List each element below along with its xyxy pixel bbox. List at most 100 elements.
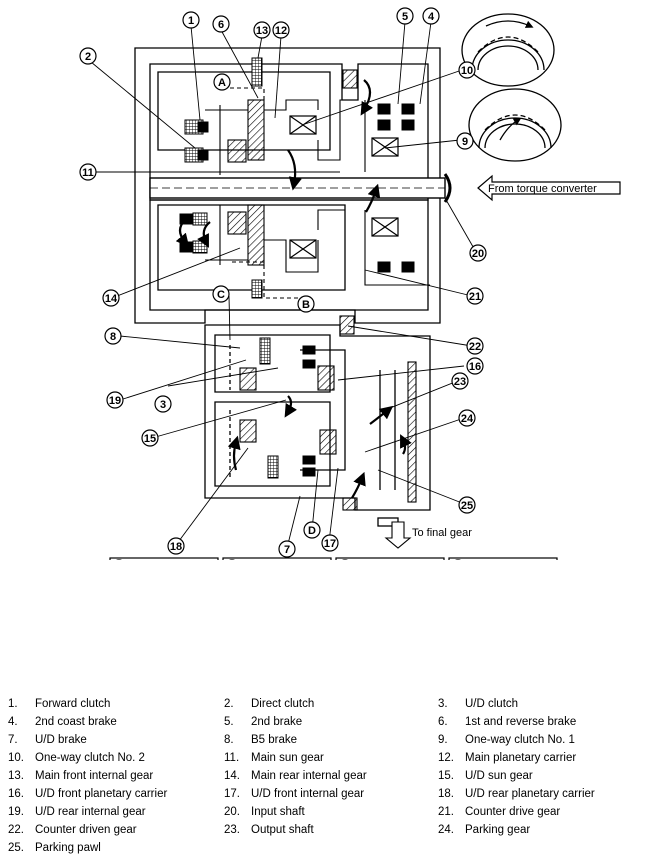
legend-label: 2nd coast brake <box>35 716 117 728</box>
legend-row: 25. Parking pawl <box>8 842 648 860</box>
legend-number: 25. <box>8 842 24 854</box>
legend-number: 8. <box>224 734 234 746</box>
legend-number: 15. <box>438 770 454 782</box>
legend-label: One-way clutch No. 1 <box>465 734 575 746</box>
svg-text:1: 1 <box>188 15 194 27</box>
underdrive-unit-housing <box>204 324 431 527</box>
legend-number: 20. <box>224 806 240 818</box>
legend-label: Direct clutch <box>251 698 315 710</box>
callout-13: 13 <box>253 21 271 39</box>
callout-15: 15 <box>141 429 159 447</box>
torque-converter-label: From torque converter <box>488 183 597 195</box>
planetary-gear-members <box>227 69 417 511</box>
callout-25: 25 <box>458 496 476 514</box>
legend-number: 6. <box>438 716 448 728</box>
legend-number: 3. <box>438 698 448 710</box>
svg-text:12: 12 <box>275 25 287 37</box>
svg-text:9: 9 <box>462 136 468 148</box>
legend-label: Main rear internal gear <box>251 770 367 782</box>
svg-text:20: 20 <box>472 248 484 260</box>
svg-text:2: 2 <box>85 51 91 63</box>
one-way-clutch-detail-1 <box>461 13 555 87</box>
legend-number: 13. <box>8 770 24 782</box>
input-shaft <box>149 173 452 203</box>
svg-text:D: D <box>308 525 316 537</box>
svg-text:24: 24 <box>461 413 474 425</box>
final-gear-label: To final gear <box>412 527 472 539</box>
transmission-cross-section-diagram: From torque converter To final gear <box>79 7 621 560</box>
svg-text:22: 22 <box>469 341 481 353</box>
callout-20: 20 <box>469 244 487 262</box>
one-way-clutch-symbols <box>289 115 399 259</box>
legend-number: 10. <box>8 752 24 764</box>
svg-text:6: 6 <box>218 19 224 31</box>
svg-text:7: 7 <box>284 544 290 556</box>
svg-text:10: 10 <box>461 65 473 77</box>
legend-number: 9. <box>438 734 448 746</box>
legend-number: 23. <box>224 824 240 836</box>
legend-label: B5 brake <box>251 734 298 746</box>
legend-row: 13. Main front internal gear 14. Main rear … <box>8 770 648 788</box>
callout-14: 14 <box>102 289 120 307</box>
legend-label: Counter drive gear <box>465 806 561 818</box>
panel-b: BMain front planetary gear <box>222 557 332 560</box>
legend-label: Main front internal gear <box>35 770 154 782</box>
callout-8: 8 <box>104 327 122 345</box>
legend-label: Output shaft <box>251 824 314 836</box>
detail-marker-c: C <box>212 285 230 303</box>
legend-label: Parking gear <box>465 824 531 836</box>
main-unit-housing <box>134 47 441 324</box>
legend-label: U/D rear internal gear <box>35 806 146 818</box>
callout-16: 16 <box>466 357 484 375</box>
legend-label: Parking pawl <box>35 842 101 854</box>
power-flow-arrows <box>175 79 412 499</box>
callout-7: 7 <box>278 540 296 558</box>
callout-5: 5 <box>396 7 414 25</box>
detail-marker-d: D <box>303 521 321 539</box>
legend-number: 16. <box>8 788 24 800</box>
legend-label: U/D brake <box>35 734 87 746</box>
legend-label: U/D front internal gear <box>251 788 365 800</box>
legend-row: 16. U/D front planetary carrier 17. U/D fro… <box>8 788 648 806</box>
legend-number: 19. <box>8 806 24 818</box>
svg-text:18: 18 <box>170 541 182 553</box>
callout-leader-lines <box>90 21 477 549</box>
legend-label: One-way clutch No. 2 <box>35 752 145 764</box>
legend-label: Input shaft <box>251 806 305 818</box>
legend-number: 12. <box>438 752 454 764</box>
svg-text:13: 13 <box>256 25 268 37</box>
legend-label: U/D rear planetary carrier <box>465 788 595 800</box>
svg-text:C: C <box>217 289 225 301</box>
callout-10: 10 <box>458 61 476 79</box>
torque-input-arrow <box>477 174 621 202</box>
legend-label: U/D front planetary carrier <box>35 788 168 800</box>
callout-18: 18 <box>167 537 185 555</box>
legend-label: Main planetary carrier <box>465 752 577 764</box>
callout-6: 6 <box>212 15 230 33</box>
legend-number: 2. <box>224 698 234 710</box>
callout-3: 3 <box>154 395 172 413</box>
legend-label: Main sun gear <box>251 752 324 764</box>
svg-text:15: 15 <box>144 433 156 445</box>
final-gear-arrow <box>384 521 412 549</box>
legend-label: 1st and reverse brake <box>465 716 577 728</box>
one-way-clutch-detail-2 <box>468 88 562 162</box>
callout-2: 2 <box>79 47 97 65</box>
svg-text:11: 11 <box>82 167 94 179</box>
legend-label: U/D clutch <box>465 698 519 710</box>
svg-text:17: 17 <box>324 538 336 550</box>
legend-number: 24. <box>438 824 454 836</box>
svg-text:8: 8 <box>110 331 116 343</box>
internal-structure-lines <box>205 87 430 299</box>
legend-label: U/D sun gear <box>465 770 533 782</box>
panel-a: AMain rear planetary gear <box>109 557 219 560</box>
callout-23: 23 <box>451 372 469 390</box>
legend-number: 5. <box>224 716 234 728</box>
legend-number: 17. <box>224 788 240 800</box>
legend-number: 14. <box>224 770 240 782</box>
callout-4: 4 <box>422 7 440 25</box>
